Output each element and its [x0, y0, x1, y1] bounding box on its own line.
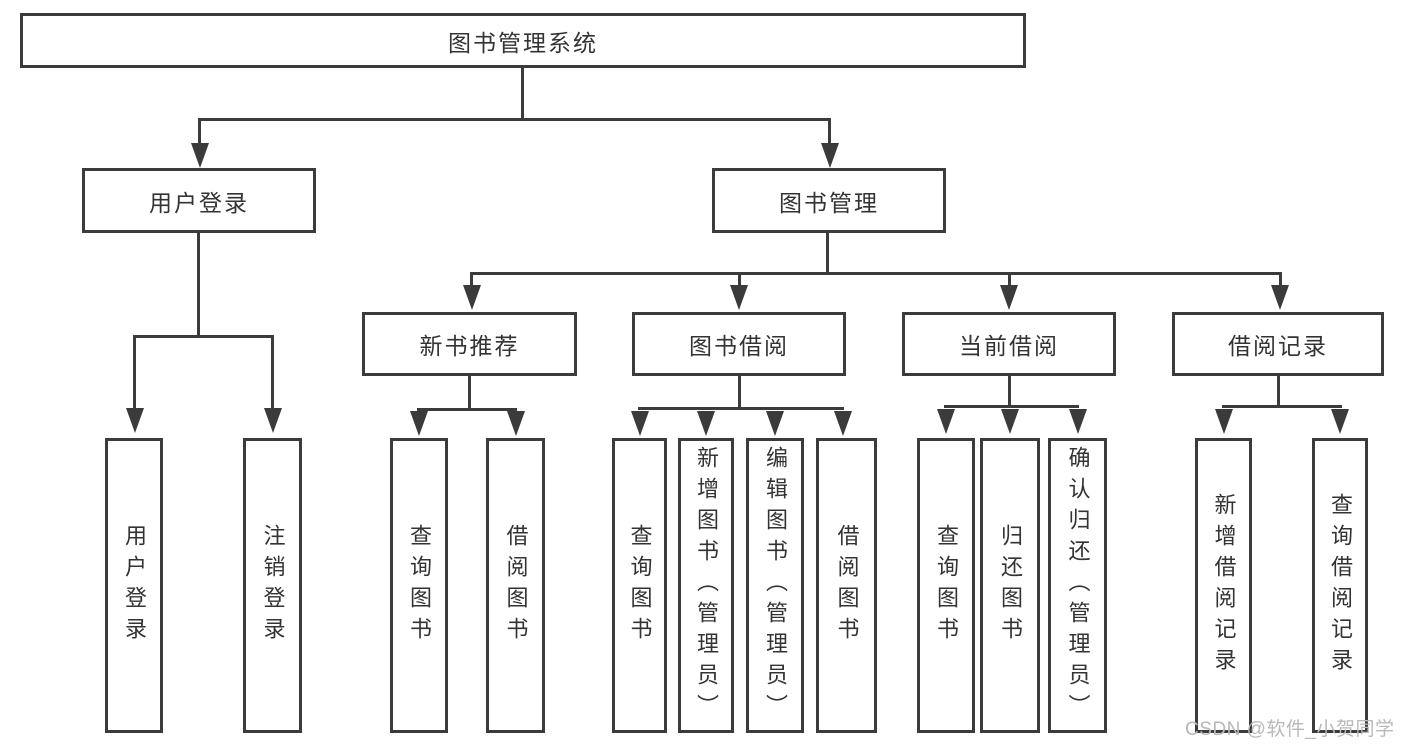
connector-shaft-book-borrowing: [737, 275, 741, 287]
connector-root-crossbar: [198, 118, 831, 121]
connector-new-book-trunk: [468, 376, 471, 408]
arrow-down-icon: [820, 143, 839, 168]
leaf-edit-book-admin: 编辑图书（管理员）: [746, 438, 804, 733]
arrow-down-icon: [1001, 409, 1019, 434]
leaf-add-borrow-record: 新增借阅记录: [1195, 438, 1252, 733]
csdn-watermark: CSDN @软件_小贺同学: [1185, 719, 1395, 740]
arrow-down-icon: [1331, 409, 1349, 434]
node-book-borrowing: 图书借阅: [632, 312, 846, 376]
connector-shaft-leaf-user-login: [133, 338, 136, 408]
connector-book-management-crossbar: [470, 272, 1282, 275]
arrow-down-icon: [125, 408, 144, 433]
arrow-down-icon: [937, 409, 955, 434]
connector-borrowing-records-crossbar: [1222, 405, 1342, 408]
arrow-down-icon: [630, 411, 649, 436]
leaf-query-books-current: 查询图书: [917, 438, 975, 733]
connector-book-borrowing-trunk: [737, 376, 741, 407]
connector-shaft-leaf-logout: [271, 338, 274, 408]
connector-shaft-current-borrowing: [1007, 275, 1011, 287]
arrow-down-icon: [190, 143, 209, 168]
leaf-borrow-books-borrowing: 借阅图书: [816, 438, 877, 733]
leaf-return-books: 归还图书: [980, 438, 1040, 733]
leaf-add-book-admin: 新增图书（管理员）: [678, 438, 734, 733]
leaf-user-login: 用户登录: [105, 438, 163, 733]
connector-user-login-trunk: [197, 233, 200, 335]
connector-current-borrowing-crossbar: [944, 405, 1079, 408]
node-book-management: 图书管理: [712, 168, 946, 233]
connector-shaft-user-login: [198, 121, 201, 145]
connector-root-trunk: [521, 68, 524, 118]
arrow-down-icon: [263, 408, 282, 433]
arrow-down-icon: [766, 411, 784, 436]
leaf-borrow-books-recommend: 借阅图书: [486, 438, 545, 733]
connector-borrowing-records-trunk: [1276, 376, 1280, 405]
arrow-down-icon: [834, 411, 852, 436]
arrow-down-icon: [1214, 409, 1233, 434]
connector-book-management-trunk: [826, 233, 829, 272]
arrow-down-icon: [697, 411, 715, 436]
connector-new-book-crossbar: [417, 408, 517, 411]
leaf-confirm-return-admin: 确认归还（管理员）: [1048, 438, 1107, 733]
arrow-down-icon: [1271, 285, 1289, 310]
arrow-down-icon: [462, 285, 481, 310]
arrow-down-icon: [1068, 409, 1087, 434]
arrow-down-icon: [730, 285, 748, 310]
connector-shaft-new-book: [470, 275, 473, 287]
node-library-system: 图书管理系统: [20, 13, 1026, 68]
node-current-borrowing: 当前借阅: [902, 312, 1116, 376]
leaf-query-borrow-record: 查询借阅记录: [1312, 438, 1368, 733]
node-user-login: 用户登录: [82, 168, 316, 233]
arrow-down-icon: [1000, 285, 1018, 310]
connector-shaft-borrowing-records: [1278, 275, 1282, 287]
leaf-query-books-borrowing: 查询图书: [612, 438, 667, 733]
leaf-query-books-recommend: 查询图书: [390, 438, 448, 733]
leaf-logout: 注销登录: [243, 438, 302, 733]
arrow-down-icon: [506, 411, 525, 436]
connector-user-login-crossbar: [133, 335, 274, 338]
connector-current-borrowing-trunk: [1007, 376, 1011, 405]
connector-book-borrowing-crossbar: [638, 407, 844, 410]
node-borrowing-records: 借阅记录: [1172, 312, 1384, 376]
connector-shaft-book-management: [828, 121, 831, 145]
arrow-down-icon: [410, 411, 428, 436]
node-new-book-recommend: 新书推荐: [362, 312, 577, 376]
